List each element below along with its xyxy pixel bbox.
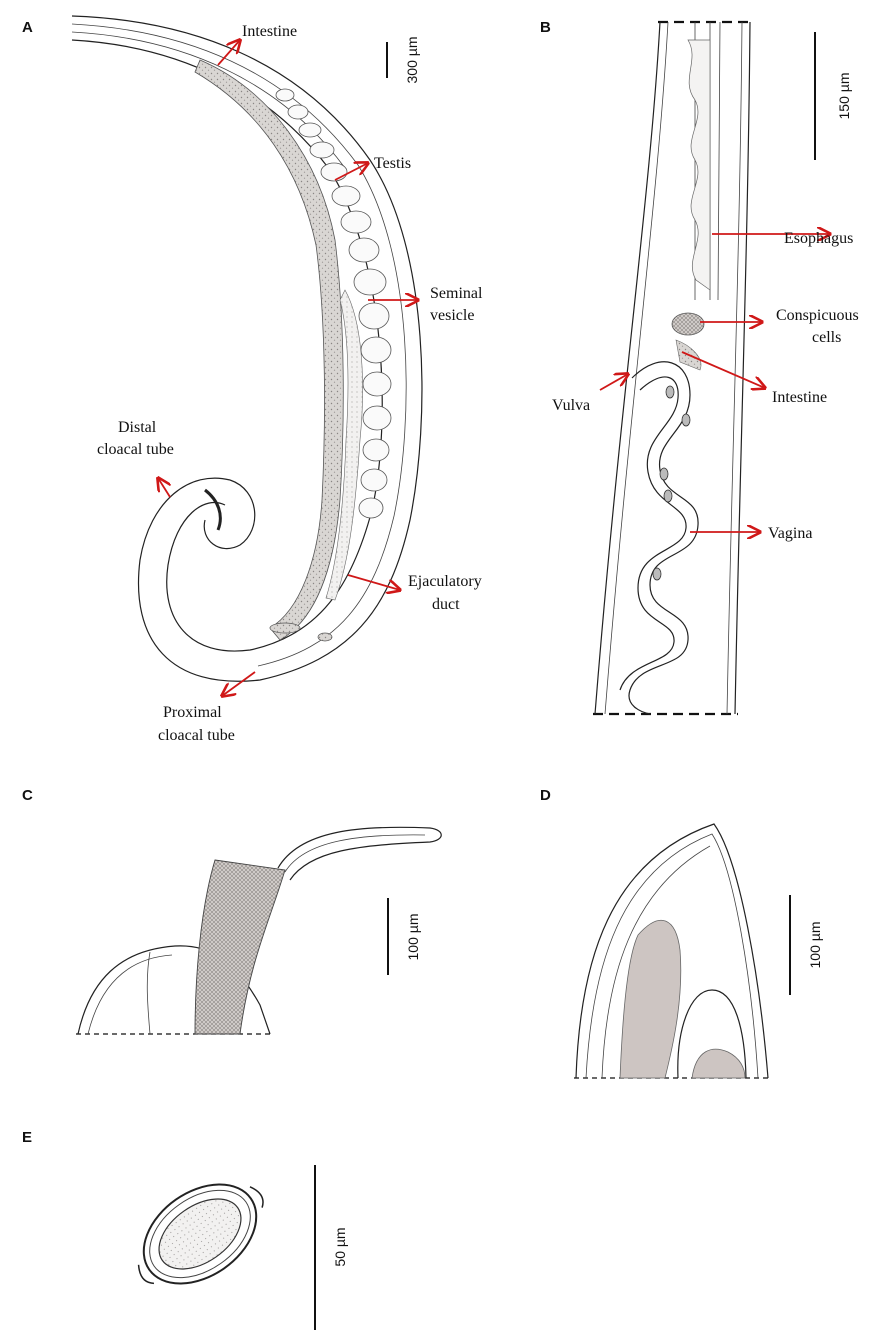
panel-d-inner-organ <box>619 919 682 1079</box>
panel-b-scale-label: 150 µm <box>836 73 852 120</box>
panel-c: C 100 µm <box>22 787 442 1035</box>
panel-c-letter: C <box>22 787 33 804</box>
panel-a-label-distal-cloacal-tube: Distal cloacal tube <box>97 419 174 458</box>
panel-b-label-intestine: Intestine <box>772 389 827 406</box>
panel-a-distal-cloacal-arrow <box>158 478 170 498</box>
panel-b-body-right <box>734 21 751 715</box>
panel-a-proximal-cloacal-arrow <box>222 671 256 696</box>
panel-b: B 150 µm Esoph <box>540 19 863 716</box>
panel-a-label-proximal-cloacal-tube: Proximal cloacal tube <box>158 704 235 744</box>
panel-d-scale-label: 100 µm <box>807 922 823 969</box>
panel-a-testis-cells <box>275 88 392 519</box>
panel-d: D 100 µm <box>540 787 823 1079</box>
panel-a-intestine <box>194 59 344 641</box>
panel-c-spicule <box>277 826 442 881</box>
panel-b-body-left <box>594 21 661 715</box>
panel-a-scale-label: 300 µm <box>404 37 420 84</box>
panel-d-body <box>575 823 769 1079</box>
panel-b-letter: B <box>540 19 551 36</box>
panel-a-label-seminal-vesicle: Seminal vesicle <box>430 285 486 324</box>
panel-a-body-outer <box>71 15 423 682</box>
panel-c-spicule-sheath <box>194 859 286 1035</box>
panel-a-spicule-spiral <box>203 479 256 550</box>
panel-e-scale-label: 50 µm <box>332 1227 348 1266</box>
panel-a-label-ejaculatory-duct: Ejaculatory duct <box>408 573 486 613</box>
panel-a-seminal-vesicle <box>325 289 363 601</box>
panel-c-scale-label: 100 µm <box>405 914 421 961</box>
panel-e-egg <box>137 1183 264 1285</box>
panel-a-ejaculatory-arrow <box>347 574 400 590</box>
panel-a-body-inner <box>71 39 383 652</box>
panel-b-label-esophagus: Esophagus <box>784 230 853 247</box>
panel-b-vagina <box>628 361 699 715</box>
panel-b-label-vulva: Vulva <box>552 397 590 414</box>
panel-a-letter: A <box>22 19 33 36</box>
panel-b-esophagus-cells <box>687 39 711 291</box>
panel-a-intestine-arrow <box>217 40 240 66</box>
panel-b-label-vagina: Vagina <box>768 525 812 542</box>
panel-b-conspicuous-cells <box>671 312 705 336</box>
panel-a: A <box>22 15 486 744</box>
panel-b-eggs <box>652 385 691 581</box>
panel-b-label-conspicuous-cells: Conspicuous cells <box>776 307 863 346</box>
panel-a-testis-arrow <box>334 163 368 181</box>
panel-a-label-intestine: Intestine <box>242 23 297 40</box>
panel-e: E 50 µm <box>22 1129 348 1330</box>
panel-b-vulva-arrow <box>599 374 628 391</box>
panel-e-letter: E <box>22 1129 32 1146</box>
panel-a-label-testis: Testis <box>374 155 411 172</box>
panel-b-intestine-arrow <box>681 351 765 388</box>
panel-d-letter: D <box>540 787 551 804</box>
